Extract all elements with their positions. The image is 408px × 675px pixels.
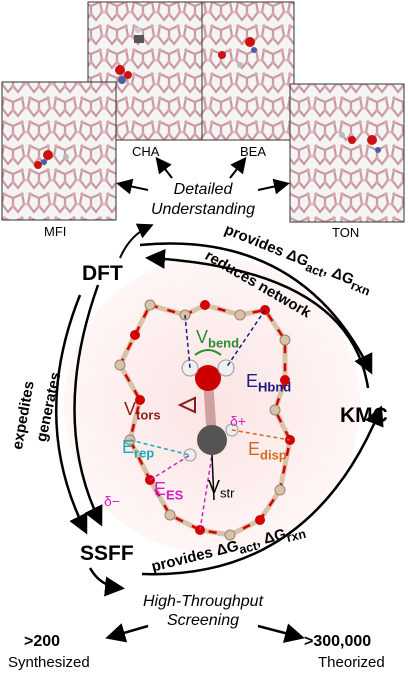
theorized-count: >300,000 <box>304 633 372 650</box>
theorized-label: Theorized <box>318 654 385 671</box>
node-kmc: KMC <box>340 404 388 427</box>
detailed-line: Detailed <box>173 181 233 198</box>
cycle-arrows <box>55 242 384 643</box>
framework-label-mfi: MFI <box>44 224 67 239</box>
synthesized-label: Synthesized <box>8 654 90 671</box>
framework-label-cha: CHA <box>132 144 160 159</box>
term-delta-plus: δ+ <box>230 413 246 429</box>
framework-image-mfi <box>1 81 117 221</box>
term-e-rep: Erep <box>122 437 155 461</box>
node-dft: DFT <box>82 262 123 285</box>
zeolite-ring-schematic <box>64 257 360 553</box>
term-delta-minus: δ− <box>104 493 120 509</box>
term-v-tors: Vtors <box>124 399 161 423</box>
synthesized-count: >200 <box>24 633 61 650</box>
term-v-str: Vstr <box>208 477 235 501</box>
framework-label-ton: TON <box>332 225 360 240</box>
high-throughput-caption: High-Throughput Screening <box>108 592 298 630</box>
node-ssff: SSFF <box>80 542 134 565</box>
screening-line: Screening <box>166 612 240 629</box>
term-v-bend: Vbend <box>196 327 240 351</box>
framework-image-bea <box>201 1 295 141</box>
term-e-hbnd: EHbnd <box>246 371 292 395</box>
term-e-disp: Edisp <box>248 439 287 463</box>
framework-label-bea: BEA <box>240 144 267 159</box>
term-e-es: EES <box>154 479 184 503</box>
detailed-understanding-caption: Detailed Understanding <box>128 180 278 220</box>
framework-image-ton <box>289 83 405 223</box>
high-throughput-line: High-Throughput <box>142 593 264 610</box>
detail-arrows <box>116 156 290 259</box>
understanding-line: Understanding <box>150 201 256 218</box>
